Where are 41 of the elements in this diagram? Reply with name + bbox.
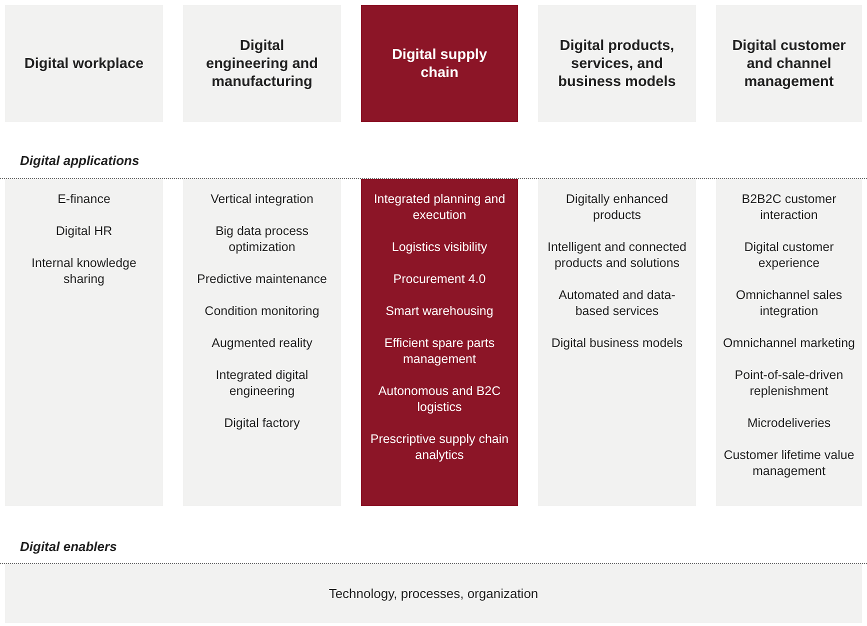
column-panel (361, 179, 518, 506)
list-item: Automated and data-based services (558, 287, 676, 319)
section-label: Digital applications (20, 153, 140, 168)
list-item: Omnichannel sales integration (734, 287, 844, 319)
list-item: Microdeliveries (746, 415, 832, 431)
list-item: B2B2C customer interaction (740, 191, 838, 223)
list-item: Digital factory (223, 415, 301, 431)
list-item: Digitally enhanced products (564, 191, 670, 223)
column-panel (716, 179, 862, 506)
list-item: Internal knowledge sharing (30, 255, 138, 287)
list-item: Efficient spare parts management (383, 335, 496, 367)
column-header-box: Digital workplace (5, 5, 163, 122)
column-header-box: Digital supply chain (361, 5, 518, 122)
section-label: Digital enablers (20, 539, 117, 554)
list-item: Augmented reality (210, 335, 314, 351)
list-item: Digital HR (54, 223, 114, 239)
list-item: Point-of-sale-driven replenishment (734, 367, 844, 399)
column-panel (538, 179, 696, 506)
list-item: E-finance (56, 191, 112, 207)
list-item: Logistics visibility (390, 239, 488, 255)
column-header-box: Digital products, services, and business models (538, 5, 696, 122)
list-item: Integrated digital engineering (214, 367, 310, 399)
column-panel (5, 179, 163, 506)
list-item: Procurement 4.0 (392, 271, 487, 287)
list-item: Condition monitoring (204, 303, 320, 319)
list-item: Autonomous and B2C logistics (377, 383, 502, 415)
list-item: Integrated planning and execution (372, 191, 506, 223)
column-header-box: Digital customer and channel management (716, 5, 862, 122)
list-item: Customer lifetime value management (722, 447, 856, 479)
list-item: Predictive maintenance (196, 271, 328, 287)
list-item: Intelligent and connected products and solutions (546, 239, 688, 271)
list-item: Digital customer experience (743, 239, 835, 271)
list-item: Prescriptive supply chain analytics (369, 431, 510, 463)
list-item: Omnichannel marketing (722, 335, 856, 351)
list-item: Vertical integration (210, 191, 314, 207)
enablers-band: Technology, processes, organization (5, 564, 862, 623)
list-item: Big data process optimization (214, 223, 310, 255)
list-item: Smart warehousing (384, 303, 494, 319)
list-item: Digital business models (550, 335, 684, 351)
column-header-box: Digital engineering and manufacturing (183, 5, 341, 122)
column-panel (183, 179, 341, 506)
